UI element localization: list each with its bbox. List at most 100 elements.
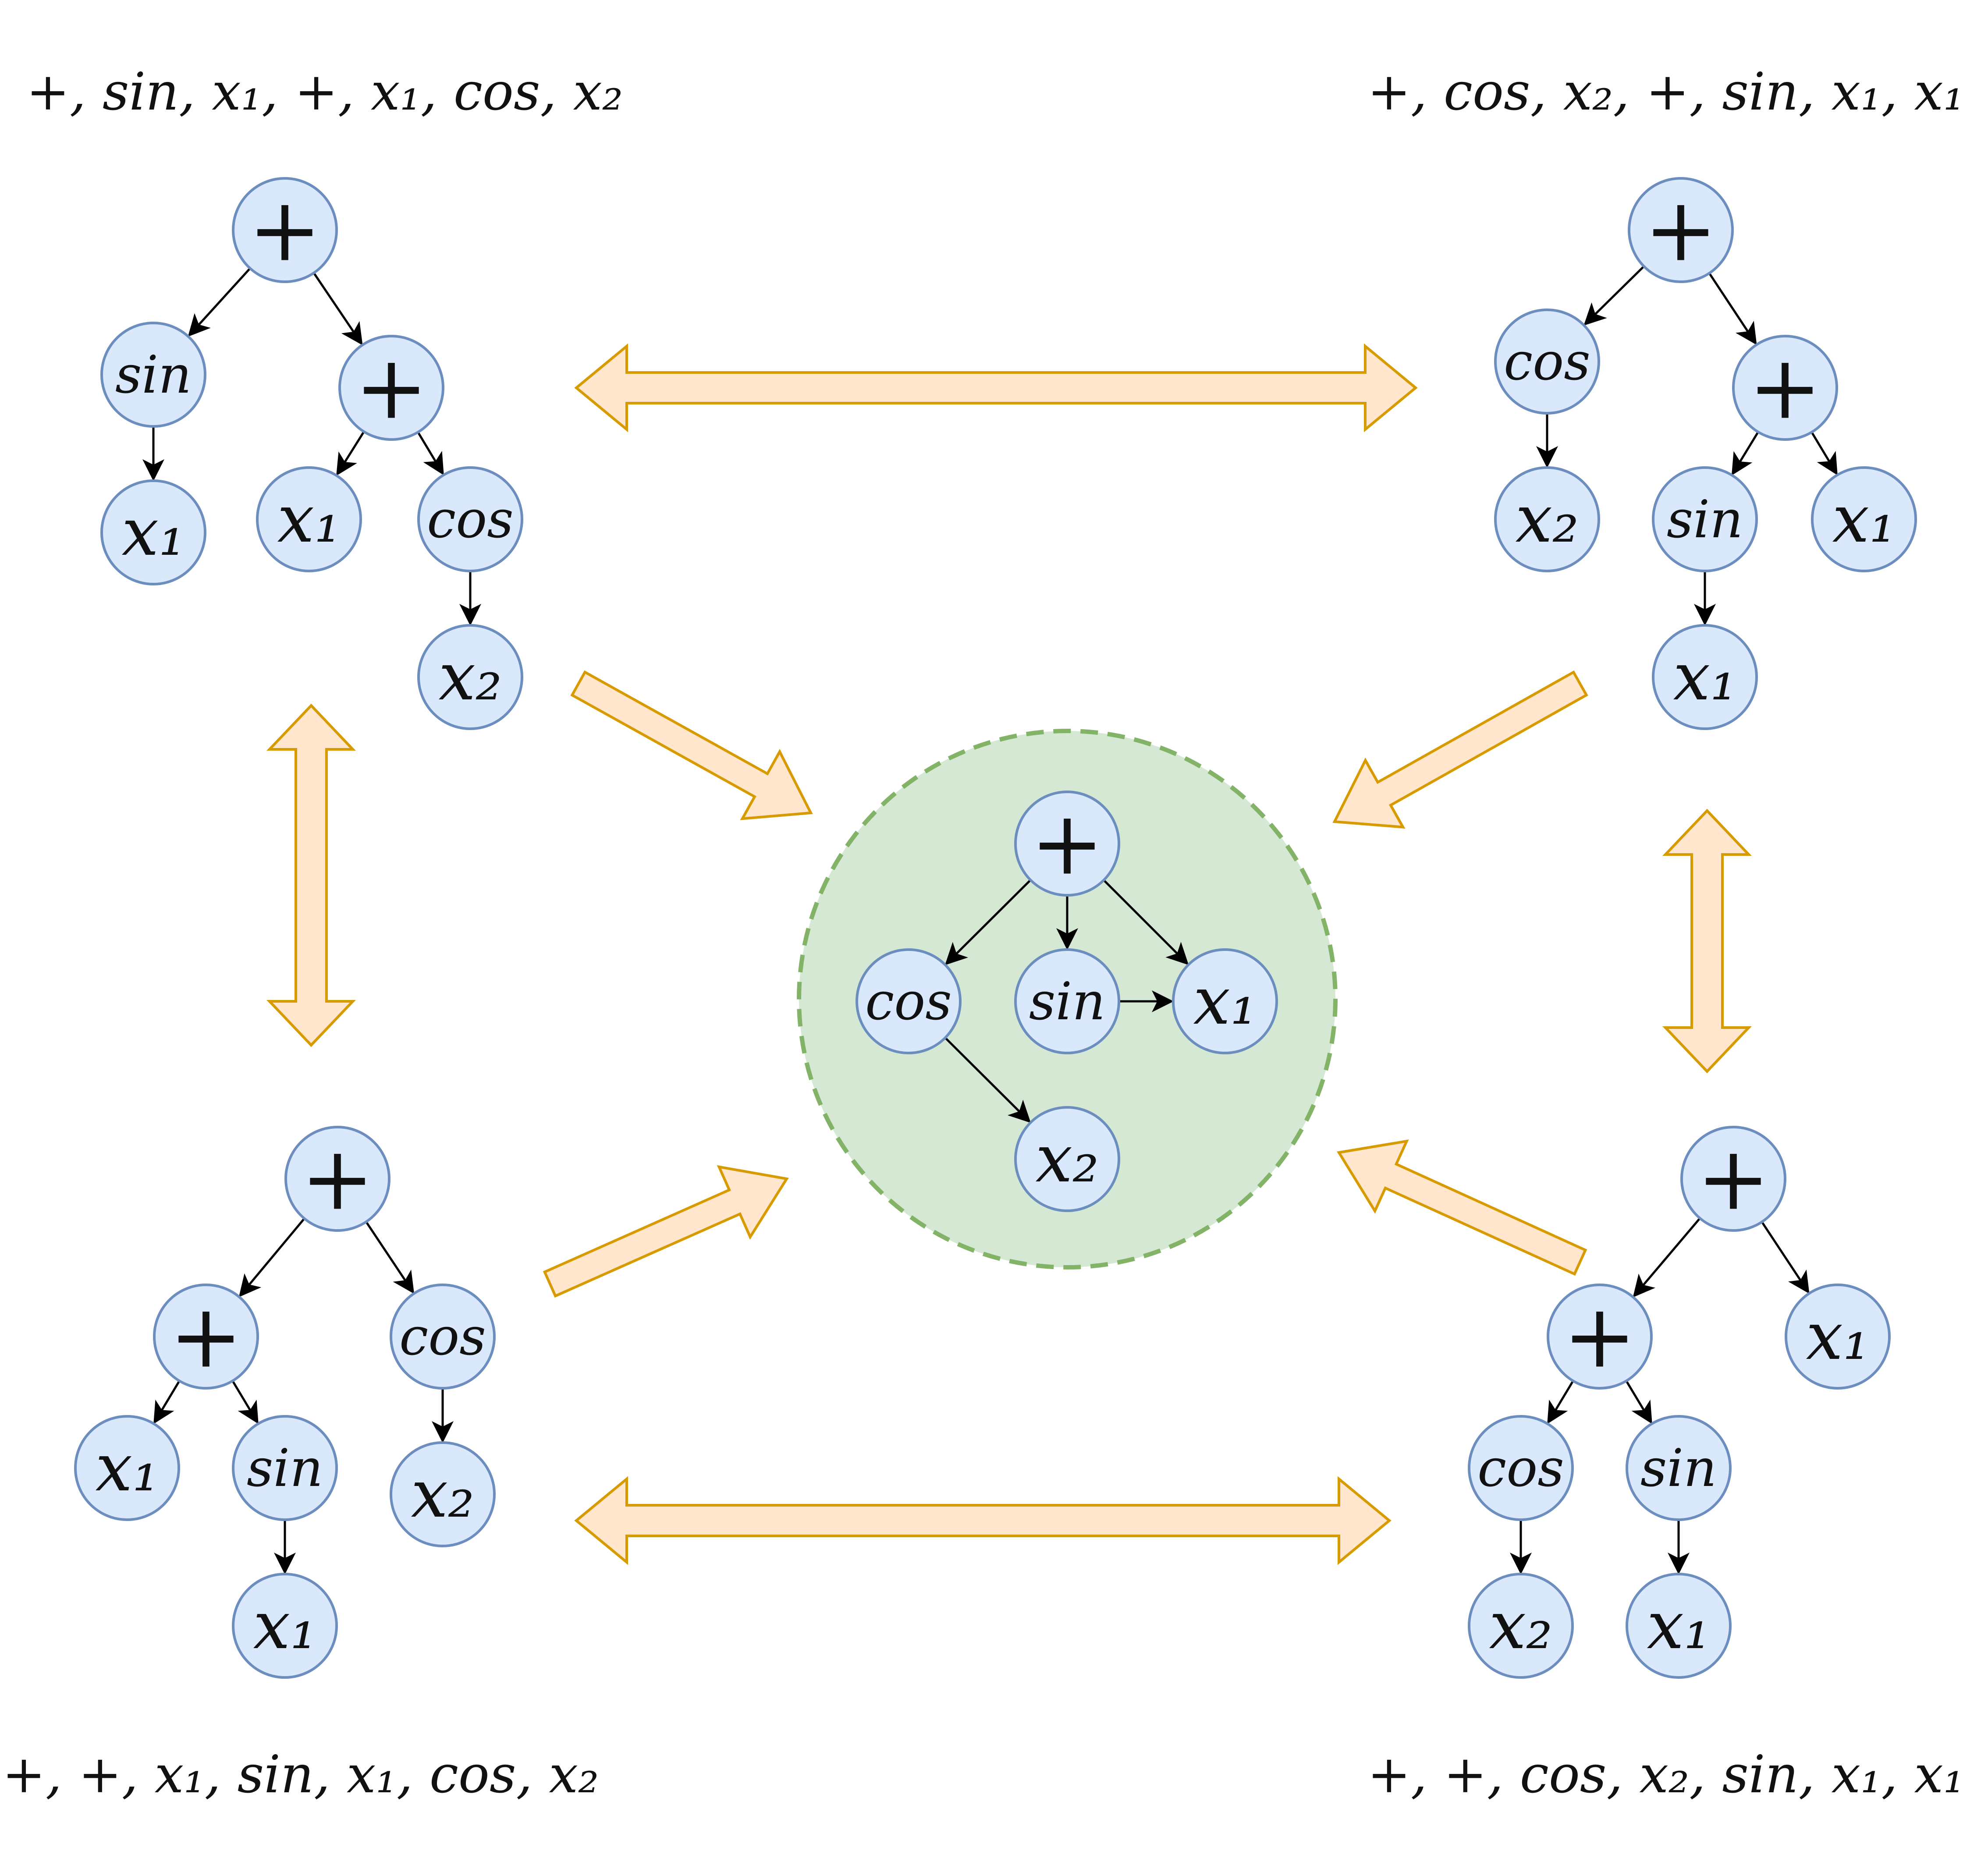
node-label: + [1748,337,1822,439]
node-circle [232,1415,338,1521]
tree-node: cos [856,948,962,1054]
sequence-bottom-right: +, +, cos, x₂, sin, x₁, x₁ [1367,1744,1964,1805]
edge-arrow [1731,431,1759,476]
node-label: x₂ [1516,481,1579,557]
double-arrow-right [1662,808,1752,1074]
edge-arrow [944,879,1032,965]
tree-node: + [1628,177,1734,283]
node-circle [74,1415,180,1521]
tree-node: cos [1494,308,1600,415]
node-label: sin [115,344,192,405]
edge-arrow [153,1380,181,1424]
node-circle [417,466,523,572]
edge-arrow [944,1037,1031,1123]
edge-arrow [1547,1380,1574,1424]
tree-node: cos [417,466,523,572]
arrow-bottom-left-to-center [543,1165,789,1298]
node-label: + [1030,793,1104,895]
transition-arrows [266,343,1752,1565]
node-circle [1468,1573,1574,1679]
edge-arrow [1583,265,1645,326]
edge-arrow [365,1221,415,1294]
tree-node: sin [1626,1415,1732,1521]
tree-node: + [284,1126,390,1232]
edge-arrow [417,431,444,475]
edge-arrow [312,272,363,346]
node-label: x₁ [1832,481,1896,557]
arrow-top-right-to-center [1332,670,1588,829]
node-label: x₁ [277,481,341,557]
tree-node: cos [1468,1415,1574,1521]
node-label: cos [1477,1438,1564,1498]
sequence-top-left: +, sin, x₁, +, x₁, cos, x₂ [26,61,623,122]
tree-node: x₁ [1172,948,1278,1054]
node-circle [1494,466,1600,572]
edge-arrow [1761,1221,1810,1294]
tree-node: + [1014,791,1120,897]
node-circle [1732,335,1838,441]
node-circle [1172,948,1278,1054]
double-arrow-left [266,703,356,1047]
node-label: x₁ [1193,963,1257,1039]
node-circle [390,1441,496,1547]
edge-arrow [1810,431,1838,475]
node-label: + [355,337,428,439]
tree-node: x₂ [1014,1106,1120,1212]
edge-arrow [336,431,365,476]
edge-arrow [1103,879,1189,965]
tree-node: x₁ [256,466,362,572]
node-circle [1626,1573,1732,1679]
node-circle [417,624,523,730]
node-circle [232,1573,338,1679]
node-circle [1811,466,1917,572]
node-circle [1652,466,1758,572]
node-circle [232,177,338,283]
tree-node: sin [1014,948,1120,1054]
sequence-top-right: +, cos, x₂, +, sin, x₁, x₁ [1367,61,1964,122]
tree-node: x₂ [1494,466,1600,572]
node-label: + [1644,179,1718,281]
node-label: sin [1029,971,1105,1032]
tree-node: x₂ [417,624,523,730]
node-circle [284,1126,390,1232]
node-label: x₁ [1806,1298,1870,1375]
tree-node: sin [232,1415,338,1521]
tree-node: sin [1652,466,1758,572]
node-circle [1014,948,1120,1054]
node-label: x₁ [96,1430,159,1506]
node-label: + [1563,1286,1637,1388]
tree-node: x₁ [100,479,206,585]
node-circle [1014,1106,1120,1212]
node-label: + [1697,1128,1770,1230]
tree-node: + [232,177,338,283]
tree-node: cos [390,1284,496,1390]
node-label: x₂ [439,639,502,715]
node-circle [1628,177,1734,283]
node-circle [856,948,962,1054]
tree-node: x₂ [390,1441,496,1547]
edge-arrow [1633,1217,1701,1298]
double-arrow-top [574,343,1418,433]
arrow-bottom-right-to-center [1337,1139,1587,1276]
node-label: cos [399,1306,486,1367]
node-circle [1014,791,1120,897]
node-label: x₂ [1489,1588,1553,1664]
edge-arrow [1625,1380,1652,1424]
node-circle [1494,308,1600,415]
tree-bottom-right: + + x₁ cos sin x₂ x₁ [1468,1126,1891,1679]
node-label: x₁ [253,1588,317,1664]
edge-arrow [1708,273,1757,345]
double-arrow-bottom [574,1476,1392,1565]
node-circle [338,335,444,441]
edge-arrow [188,267,251,337]
node-circle [390,1284,496,1390]
node-label: x₂ [1036,1121,1099,1197]
node-circle [153,1284,259,1390]
tree-node: x₂ [1468,1573,1574,1679]
tree-node: x₁ [74,1415,180,1521]
tree-node: x₁ [1626,1573,1732,1679]
node-label: x₂ [411,1456,475,1532]
